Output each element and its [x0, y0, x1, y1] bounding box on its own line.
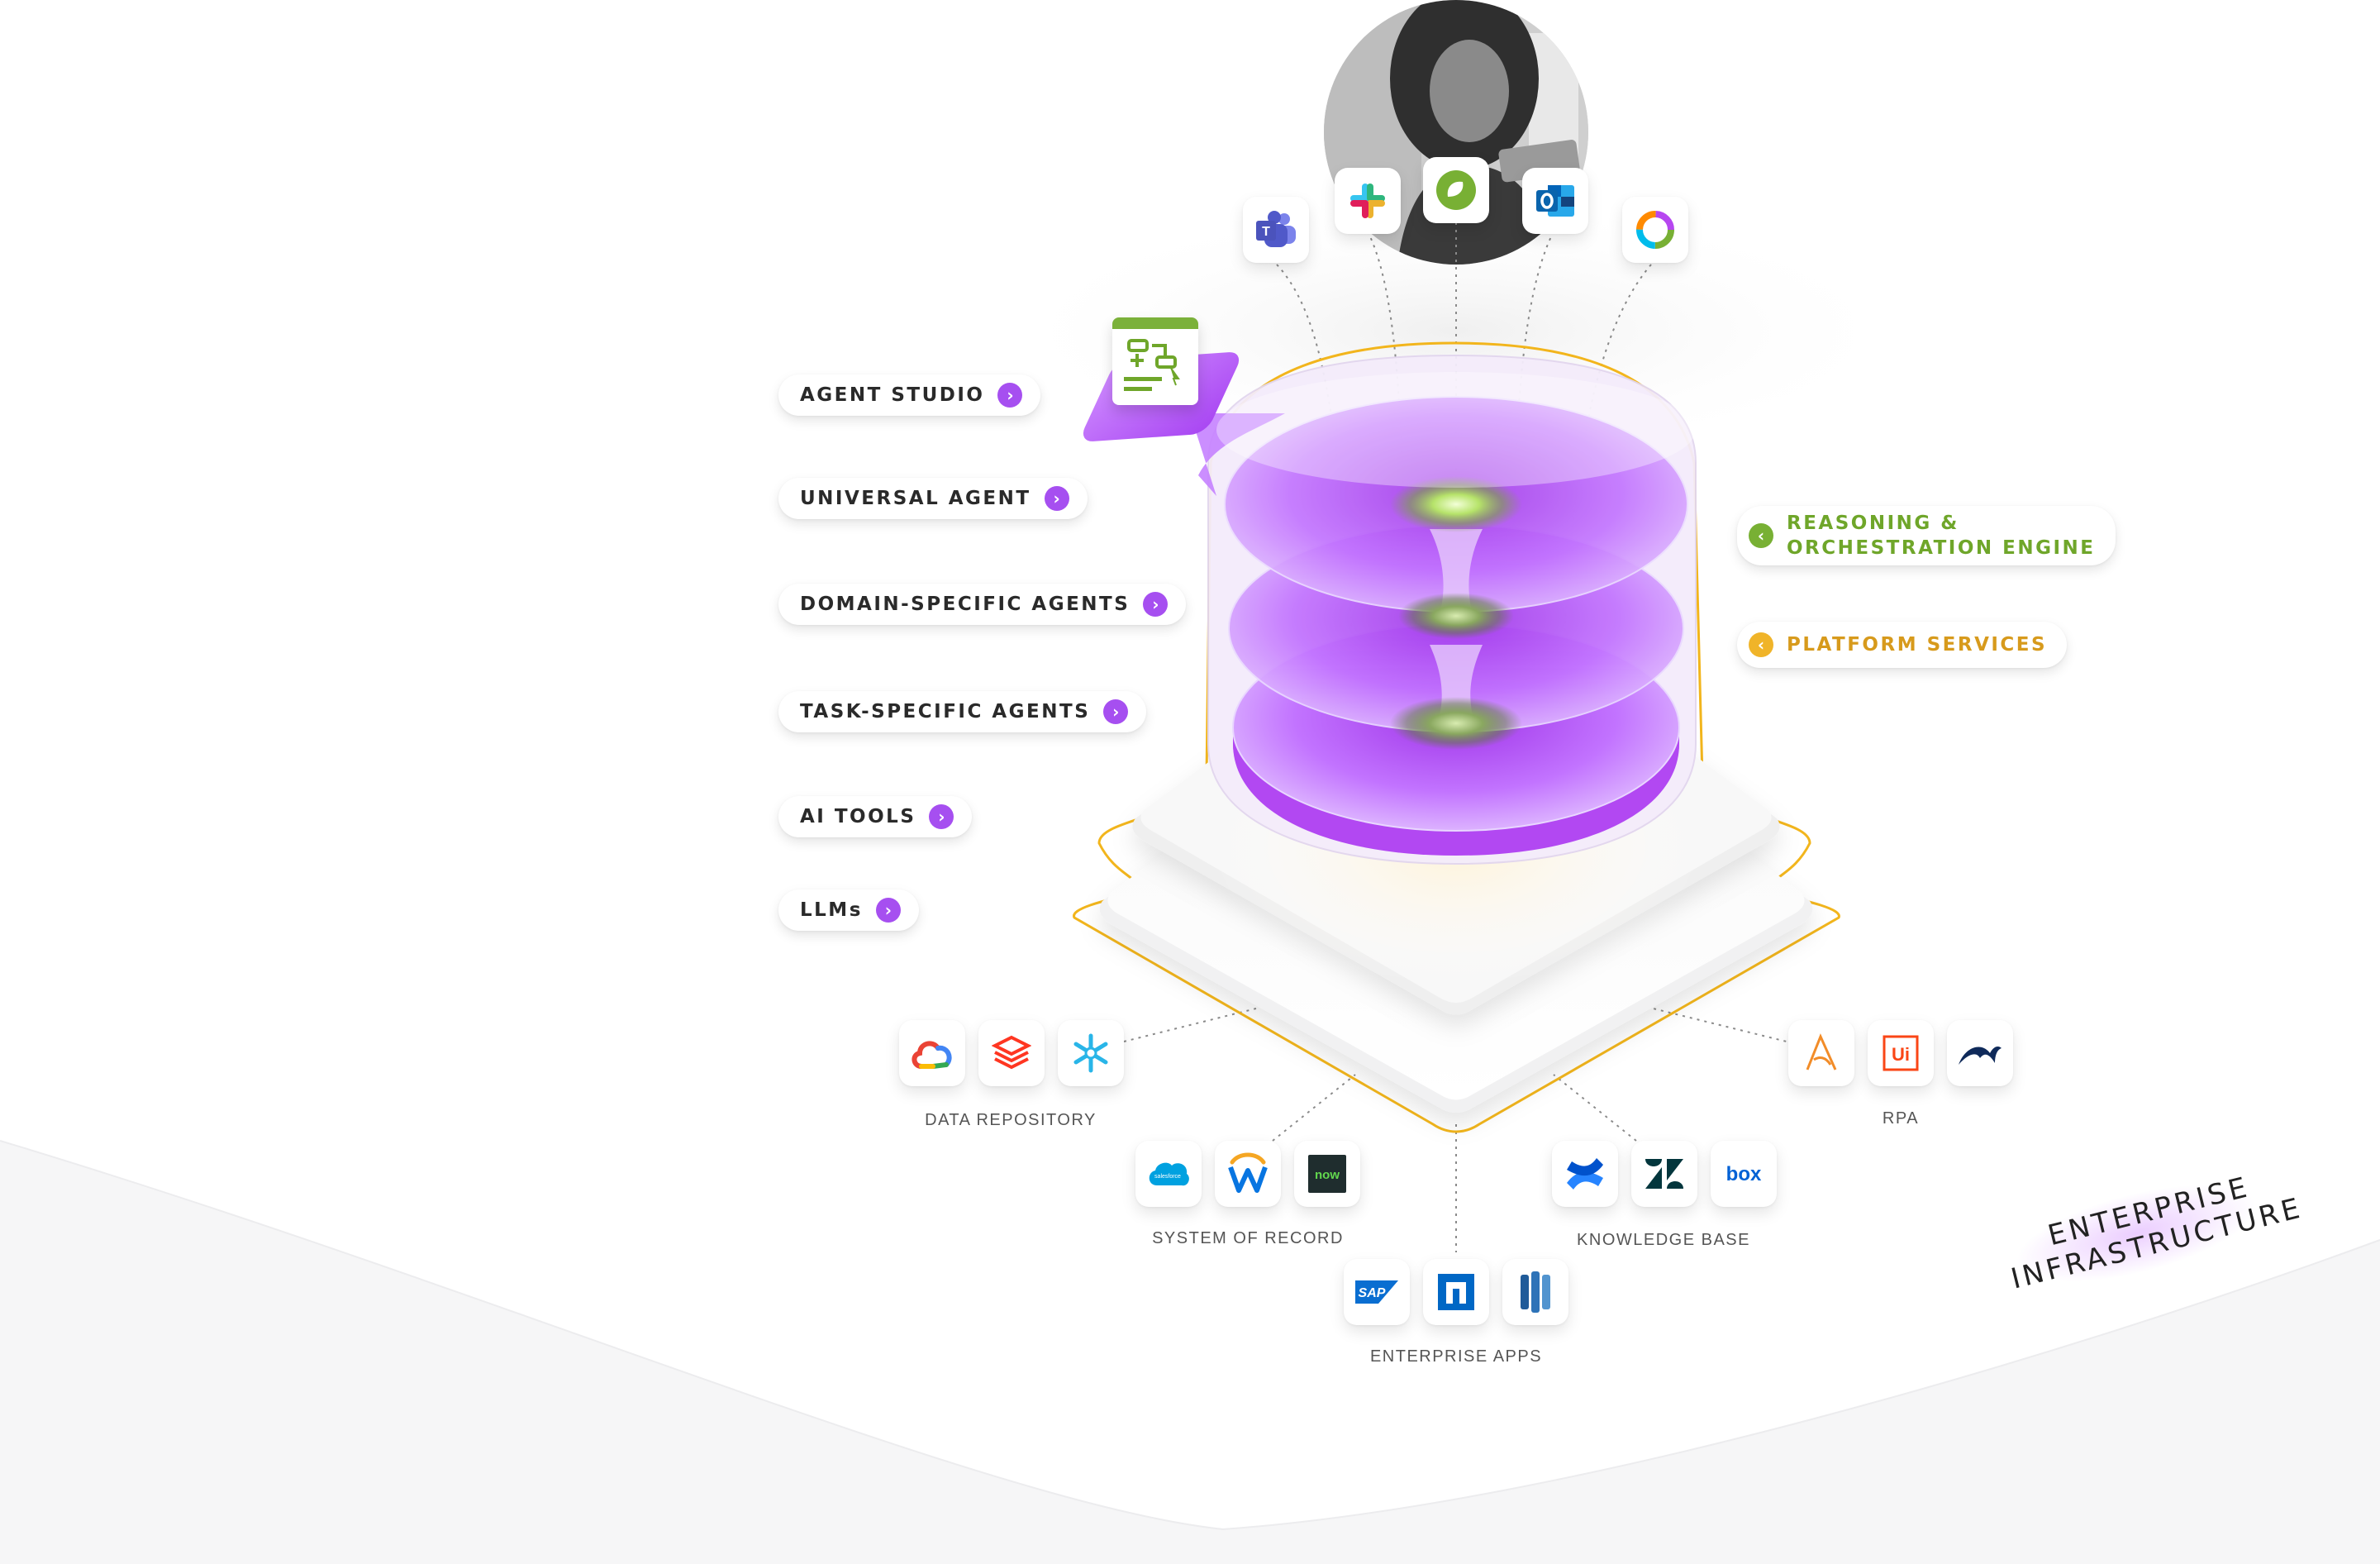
- webex-icon: [1636, 211, 1674, 249]
- workday-tile[interactable]: [1215, 1141, 1281, 1207]
- llms-pill[interactable]: LLMs ›: [778, 889, 919, 931]
- llms-label: LLMs: [800, 899, 863, 921]
- teams-icon: T: [1256, 211, 1296, 247]
- zendesk-icon: [1645, 1159, 1683, 1189]
- webex-tile[interactable]: [1622, 197, 1688, 263]
- svg-text:salesforce: salesforce: [1154, 1174, 1181, 1180]
- automation-anywhere-tile[interactable]: [1788, 1020, 1854, 1086]
- domain-specific-agents-label: DOMAIN-SPECIFIC AGENTS: [800, 594, 1130, 615]
- outlook-icon: [1536, 185, 1574, 217]
- snowflake-icon: [1073, 1033, 1108, 1073]
- chat-bubble-tile[interactable]: [1423, 157, 1489, 223]
- task-specific-agents-pill[interactable]: TASK-SPECIFIC AGENTS ›: [778, 691, 1147, 732]
- google-cloud-tile[interactable]: [899, 1020, 965, 1086]
- domain-specific-agents-pill[interactable]: DOMAIN-SPECIFIC AGENTS ›: [778, 584, 1187, 625]
- blue-prism-icon: [1959, 1047, 2002, 1065]
- system-of-record-label: SYSTEM OF RECORD: [1152, 1229, 1344, 1247]
- chevron-right-icon: ›: [1044, 486, 1069, 511]
- universal-agent-pill[interactable]: UNIVERSAL AGENT ›: [778, 478, 1088, 519]
- svg-text:box: box: [1726, 1163, 1762, 1185]
- box-icon: box: [1726, 1163, 1762, 1185]
- chevron-left-icon: ‹: [1749, 523, 1773, 548]
- database-tile[interactable]: [1502, 1259, 1568, 1325]
- databricks-icon: [992, 1035, 1031, 1070]
- netapp-tile[interactable]: [1423, 1259, 1489, 1325]
- outlook-tile[interactable]: [1522, 168, 1588, 234]
- enterprise-apps-label: ENTERPRISE APPS: [1369, 1347, 1543, 1366]
- reasoning-line2: ORCHESTRATION ENGINE: [1787, 537, 2096, 559]
- reasoning-orchestration-engine-pill[interactable]: ‹ REASONING & ORCHESTRATION ENGINE: [1737, 506, 2116, 565]
- knowledge-base-label: KNOWLEDGE BASE: [1577, 1231, 1750, 1249]
- confluence-tile[interactable]: [1552, 1141, 1618, 1207]
- slack-tile[interactable]: [1335, 168, 1401, 234]
- uipath-icon: Ui: [1883, 1035, 1919, 1071]
- reasoning-line1: REASONING &: [1787, 513, 1959, 534]
- data-repository-label: DATA REPOSITORY: [925, 1111, 1097, 1129]
- chevron-right-icon: ›: [1143, 592, 1169, 617]
- agent-studio-label: AGENT STUDIO: [800, 384, 985, 406]
- uipath-tile[interactable]: Ui: [1868, 1020, 1934, 1086]
- svg-text:T: T: [1262, 225, 1270, 239]
- chevron-right-icon: ›: [1103, 699, 1129, 724]
- ai-tools-label: AI TOOLS: [800, 806, 916, 827]
- snowflake-tile[interactable]: [1058, 1020, 1124, 1086]
- chevron-right-icon: ›: [929, 804, 954, 829]
- ai-tools-pill[interactable]: AI TOOLS ›: [778, 796, 973, 837]
- workday-icon: [1228, 1152, 1268, 1193]
- platform-services-label: PLATFORM SERVICES: [1787, 634, 2048, 656]
- svg-text:Ui: Ui: [1892, 1044, 1910, 1065]
- servicenow-tile[interactable]: now: [1294, 1141, 1360, 1207]
- blue-prism-tile[interactable]: [1947, 1020, 2013, 1086]
- database-icon: [1521, 1271, 1550, 1313]
- chevron-right-icon: ›: [875, 898, 901, 923]
- sap-tile[interactable]: SAP: [1344, 1259, 1410, 1325]
- google-cloud-icon: [912, 1041, 952, 1069]
- chevron-left-icon: ‹: [1749, 632, 1773, 657]
- chat-bubble-icon: [1436, 170, 1476, 210]
- platform-services-pill[interactable]: ‹ PLATFORM SERVICES: [1737, 622, 2068, 668]
- svg-text:now: now: [1315, 1168, 1340, 1182]
- confluence-icon: [1567, 1158, 1603, 1190]
- svg-text:SAP: SAP: [1359, 1286, 1386, 1300]
- task-specific-agents-label: TASK-SPECIFIC AGENTS: [800, 701, 1091, 722]
- teams-tile[interactable]: T: [1243, 197, 1309, 263]
- salesforce-icon: salesforce: [1149, 1162, 1189, 1186]
- servicenow-icon: now: [1308, 1155, 1346, 1193]
- salesforce-tile[interactable]: salesforce: [1135, 1141, 1202, 1207]
- automation-anywhere-icon: [1806, 1033, 1837, 1070]
- slack-icon: [1350, 184, 1385, 218]
- sap-icon: SAP: [1355, 1280, 1398, 1304]
- agent-studio-callout[interactable]: [1074, 317, 1245, 443]
- netapp-icon: [1438, 1274, 1474, 1310]
- rpa-label: RPA: [1882, 1109, 1920, 1128]
- box-tile[interactable]: box: [1711, 1141, 1777, 1207]
- zendesk-tile[interactable]: [1631, 1141, 1697, 1207]
- universal-agent-label: UNIVERSAL AGENT: [800, 488, 1031, 509]
- agent-studio-pill[interactable]: AGENT STUDIO ›: [778, 374, 1041, 416]
- workflow-builder-icon: [1112, 317, 1198, 405]
- chevron-right-icon: ›: [997, 383, 1023, 408]
- databricks-tile[interactable]: [978, 1020, 1045, 1086]
